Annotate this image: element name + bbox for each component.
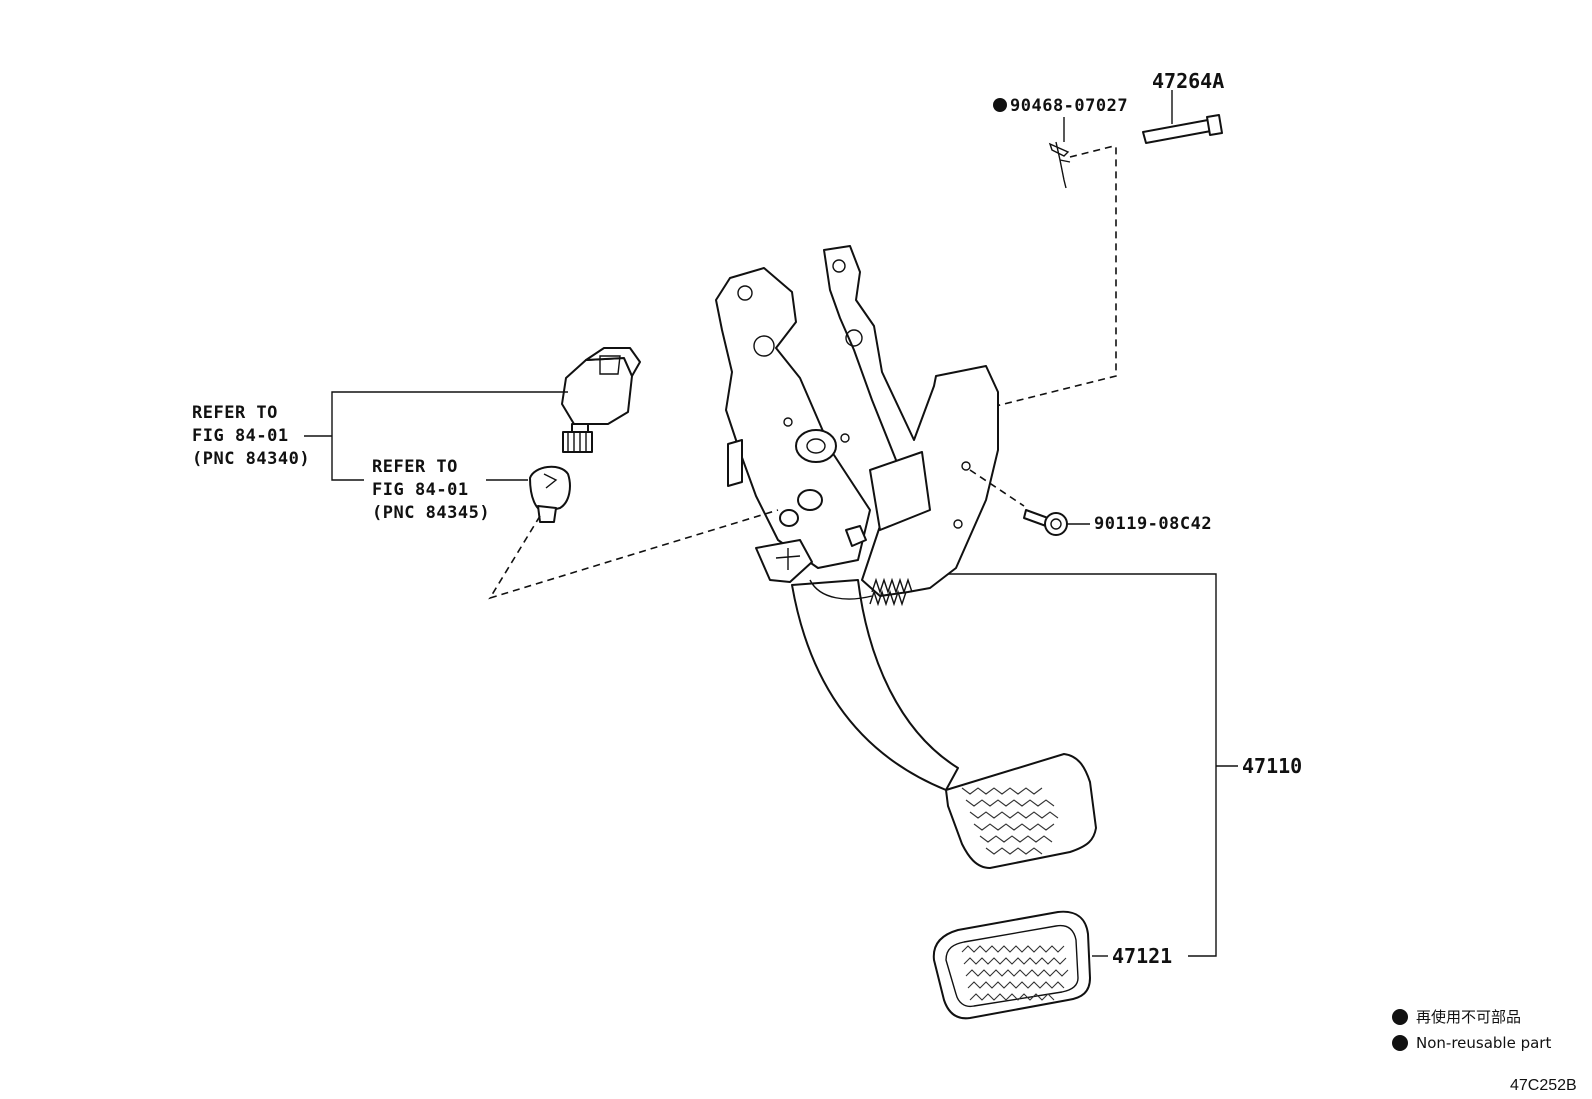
legend-bullet-jp (1392, 1009, 1408, 1025)
pin-47264a (1142, 114, 1223, 144)
refer-1-line2: FIG 84-01 (192, 426, 289, 446)
refer-2-line3: (PNC 84345) (372, 503, 490, 523)
legend-bullet-en (1392, 1035, 1408, 1051)
label-47121: 47121 (1112, 944, 1172, 968)
legend-english: Non-reusable part (1416, 1034, 1551, 1052)
pedal-stopper (529, 465, 571, 523)
refer-1-line1: REFER TO (192, 403, 278, 423)
bolt-90119 (1023, 509, 1068, 536)
refer-2-line1: REFER TO (372, 457, 458, 477)
brake-pedal-arm (791, 579, 1097, 869)
label-47110: 47110 (1242, 754, 1302, 778)
refer-2-line2: FIG 84-01 (372, 480, 469, 500)
clip-90468 (1048, 141, 1071, 189)
refer-1-line3: (PNC 84340) (192, 449, 310, 469)
non-reusable-marker (993, 98, 1007, 112)
label-90119: 90119-08C42 (1094, 514, 1212, 534)
legend-japanese: 再使用不可部品 (1416, 1008, 1521, 1026)
figure-code: 47C252B (1510, 1077, 1577, 1094)
pedal-bracket-47110 (715, 245, 999, 607)
stop-lamp-switch (561, 347, 641, 453)
label-90468: 90468-07027 (1010, 96, 1128, 116)
label-47264a: 47264A (1152, 69, 1224, 93)
pedal-pad-47121 (932, 910, 1091, 1020)
